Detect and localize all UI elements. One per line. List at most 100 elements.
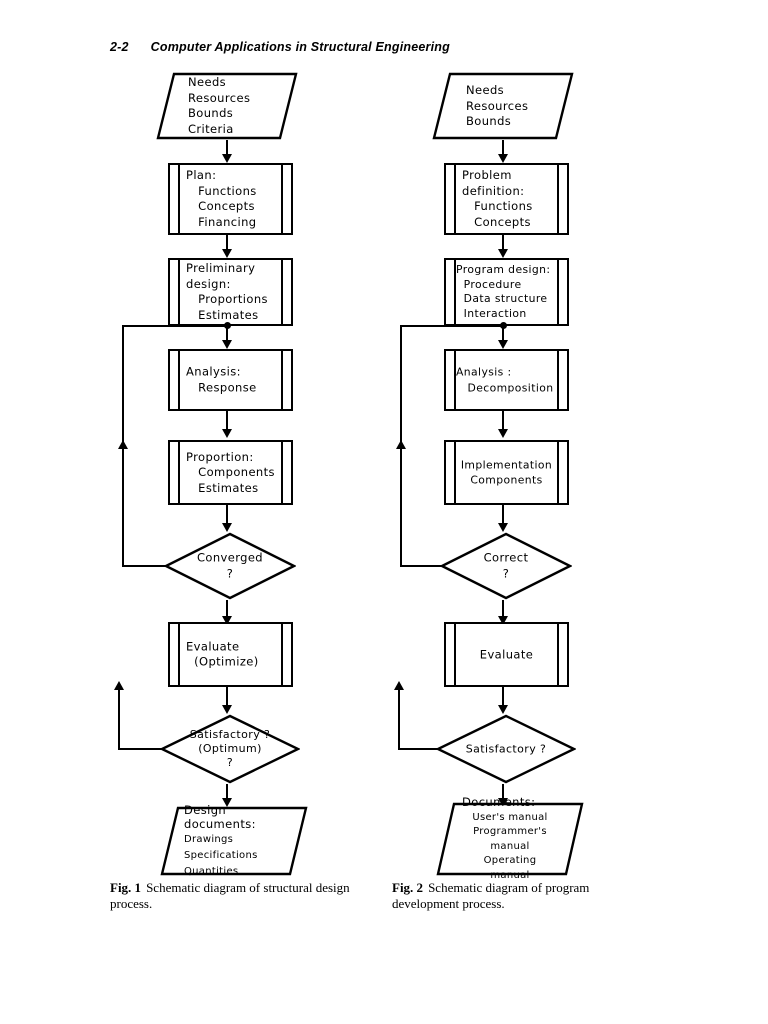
feedback-inner-right-top [400,325,502,327]
arrowhead-feedback-outer-left [114,681,124,690]
parallelogram-shape [160,806,308,876]
node-evaluate-optimize: Evaluate (Optimize) [168,622,293,687]
arrowhead-l6-l7 [222,616,232,625]
parallelogram-shape [432,72,574,140]
node-design-documents-title: Design documents: [184,803,256,831]
connector-r2-r3 [502,235,504,253]
node-plan: Plan: Functions Concepts Financing [168,163,293,235]
arrowhead-l5-l6 [222,523,232,532]
node-program-design-text: Program design: Procedure Data structure… [456,263,551,320]
arrowhead-r1-r2 [498,154,508,163]
arrowhead-feedback-inner-left [118,440,128,449]
feedback-outer-right-bottom [398,748,438,750]
caption-figure-1-text: Schematic diagram of structural design p… [110,880,350,911]
node-inputs-left-text: Needs Resources Bounds Criteria [188,75,251,136]
node-problem-definition-text: Problem definition: Functions Concepts [462,168,533,229]
diamond-shape [164,532,296,600]
connector-l4-l5 [226,411,228,433]
node-problem-definition: Problem definition: Functions Concepts [444,163,569,235]
connector-l6-l7 [226,600,228,620]
junction-dot-right [499,322,507,329]
node-design-documents-text: Design documents: Drawings Specifications… [160,803,308,879]
node-documents-subtext: User's manual Programmer's manual Operat… [472,811,548,881]
arrowhead-l8-l9 [222,798,232,807]
diamond-shape [436,714,576,784]
node-preliminary-design-text: Preliminary design: Proportions Estimate… [186,261,268,322]
node-evaluate-optimize-text: Evaluate (Optimize) [186,639,259,669]
node-documents: Documents: User's manual Programmer's man… [436,795,584,881]
arrowhead-l2-l3 [222,249,232,258]
node-satisfactory-decision-left: Satisfactory ? (Optimum) ? [160,714,300,784]
arrowhead-r7-r8 [498,705,508,714]
node-satisfactory-decision-left-text: Satisfactory ? (Optimum) ? [189,728,271,769]
connector-l1-l2 [226,140,228,158]
connector-r3-r4 [502,326,504,344]
connector-r6-r7 [502,600,504,620]
node-inputs-right: Needs Resources Bounds [432,72,574,140]
arrowhead-feedback-outer-right [394,681,404,690]
node-implementation: Implementation Components [444,440,569,505]
node-evaluate-right-text: Evaluate [479,646,534,661]
running-head-title: Computer Applications in Structural Engi… [150,40,450,54]
arrowhead-r8-r9 [498,798,508,807]
parallelogram-shape [436,802,584,876]
arrowhead-l7-l8 [222,705,232,714]
connector-r5-r6 [502,505,504,527]
node-satisfactory-decision-right-text: Satisfactory ? [465,742,547,756]
node-proportion: Proportion: Components Estimates [168,440,293,505]
connector-r8-r9 [502,784,504,802]
arrowhead-feedback-inner-right [396,440,406,449]
arrowhead-r2-r3 [498,249,508,258]
feedback-outer-right-riser [398,690,400,750]
node-preliminary-design: Preliminary design: Proportions Estimate… [168,258,293,326]
junction-dot-left [223,322,231,329]
node-analysis-right: Analysis : Decomposition [444,349,569,411]
connector-r1-r2 [502,140,504,158]
feedback-outer-left-riser [118,690,120,750]
running-head: 2-2 Computer Applications in Structural E… [110,40,450,54]
arrowhead-l4-l5 [222,429,232,438]
caption-figure-2-label: Fig. 2 [392,880,424,895]
node-proportion-text: Proportion: Components Estimates [186,449,275,495]
caption-figure-2-text: Schematic diagram of program development… [392,880,590,911]
parallelogram-shape [156,72,298,140]
connector-l5-l6 [226,505,228,527]
arrowhead-l3-l4 [222,340,232,349]
connector-l7-l8 [226,687,228,711]
node-analysis-right-text: Analysis : Decomposition [456,365,554,395]
node-analysis-left: Analysis: Response [168,349,293,411]
node-inputs-left: Needs Resources Bounds Criteria [156,72,298,140]
node-documents-title: Documents: [462,795,536,809]
diamond-shape [440,532,572,600]
node-design-documents: Design documents: Drawings Specifications… [160,803,308,879]
feedback-inner-right-bottom [400,565,442,567]
arrowhead-r5-r6 [498,523,508,532]
page-folio: 2-2 [110,40,129,54]
feedback-inner-left-top [122,325,226,327]
arrowhead-r6-r7 [498,616,508,625]
diamond-shape [160,714,300,784]
node-implementation-text: Implementation Components [460,458,553,487]
node-converged-decision: Converged ? [164,532,296,600]
arrowhead-r4-r5 [498,429,508,438]
node-correct-decision-text: Correct ? [483,550,529,581]
arrowhead-r3-r4 [498,340,508,349]
connector-r4-r5 [502,411,504,433]
node-analysis-left-text: Analysis: Response [186,364,257,395]
node-design-documents-subtext: Drawings Specifications Quantities [184,834,258,877]
node-converged-decision-text: Converged ? [196,550,264,581]
connector-l8-l9 [226,784,228,802]
node-inputs-right-text: Needs Resources Bounds [466,82,529,128]
node-plan-text: Plan: Functions Concepts Financing [186,168,257,229]
connector-r7-r8 [502,687,504,711]
arrowhead-l1-l2 [222,154,232,163]
node-documents-text: Documents: User's manual Programmer's man… [436,795,584,882]
connector-l3-l4 [226,326,228,344]
feedback-outer-left-bottom [118,748,162,750]
node-evaluate-right: Evaluate [444,622,569,687]
node-program-design: Program design: Procedure Data structure… [444,258,569,326]
connector-l2-l3 [226,235,228,253]
